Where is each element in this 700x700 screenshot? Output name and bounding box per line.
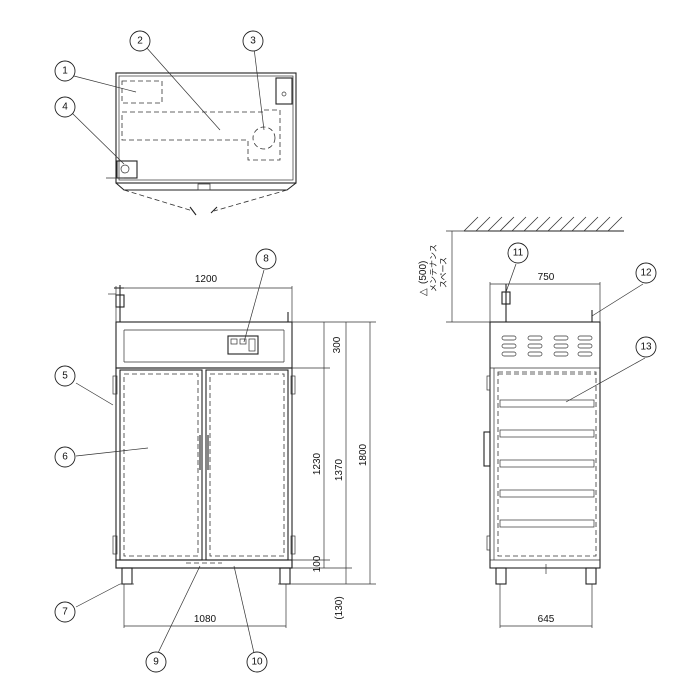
callout-9: 9 <box>145 651 167 673</box>
maint-label-1: メンテナンス <box>429 244 438 292</box>
top-view-inner <box>118 75 294 181</box>
leader-lines <box>71 46 646 654</box>
top-view-knob <box>281 91 287 97</box>
top-view-thermometer <box>116 160 138 179</box>
side-handle <box>483 431 491 467</box>
callout-13: 13 <box>635 336 657 358</box>
callout-7: 7 <box>54 601 76 623</box>
dim-door-height: 1230 <box>312 452 323 475</box>
door-right-window <box>209 373 285 557</box>
callout-11: 11 <box>507 242 529 264</box>
top-view-hinge <box>197 183 211 191</box>
side-leg-left <box>495 567 507 585</box>
side-body <box>489 321 601 569</box>
callout-13-label: 13 <box>640 342 652 353</box>
callout-4: 4 <box>54 96 76 118</box>
callout-12: 12 <box>635 262 657 284</box>
callout-10: 10 <box>246 651 268 673</box>
top-view-unit <box>121 80 163 104</box>
door-swing-right-end <box>210 206 218 214</box>
callout-9-label: 9 <box>153 657 159 668</box>
top-view-fan <box>252 126 276 150</box>
top-view-evaporator <box>121 109 281 161</box>
dim-base-width: 1080 <box>194 614 217 625</box>
dim-bottom-100: 100 <box>312 555 323 572</box>
control-panel-switch-2 <box>239 338 247 345</box>
leg-right <box>279 567 291 585</box>
side-shelves <box>497 371 597 557</box>
front-dimensions: 1200 1080 300 1230 100 1370 1800 (130) <box>115 274 376 628</box>
side-hinge-bottom <box>486 535 491 551</box>
hinge-bottom-left <box>112 535 118 555</box>
dim-front-width: 1200 <box>195 274 218 285</box>
door-swing-left-end <box>189 206 197 216</box>
ceiling-hatch <box>463 216 623 232</box>
callout-1-label: 1 <box>62 66 68 77</box>
control-panel-switch-1 <box>230 338 238 345</box>
leg-left <box>121 567 133 585</box>
top-view <box>106 72 297 216</box>
callout-8-label: 8 <box>263 254 269 265</box>
callout-12-label: 12 <box>640 268 652 279</box>
maint-triangle: △ <box>418 288 429 296</box>
dim-side-depth: 750 <box>538 272 555 283</box>
hinge-top-left <box>112 375 118 395</box>
callout-5: 5 <box>54 365 76 387</box>
top-view-body <box>115 72 297 184</box>
dim-leg-height: (130) <box>334 596 345 619</box>
maint-dimension: (500) <box>418 261 429 284</box>
side-louvers <box>501 335 593 357</box>
callout-6: 6 <box>54 446 76 468</box>
cabinet-body <box>115 367 293 569</box>
callout-3: 3 <box>242 30 264 52</box>
callout-5-label: 5 <box>62 371 68 382</box>
door-swing-right <box>213 189 288 212</box>
door-swing-left <box>123 189 194 212</box>
top-view-box <box>275 77 293 105</box>
side-view: △ (500) メンテナンス スペース <box>418 216 624 585</box>
dim-side-base: 645 <box>538 614 555 625</box>
callout-11-label: 11 <box>513 248 524 259</box>
door-right <box>205 369 289 561</box>
cabinet-base <box>115 559 293 569</box>
hinge-bottom-right <box>290 535 296 555</box>
callout-4-label: 4 <box>62 102 68 113</box>
side-dimensions: 750 645 <box>489 272 601 628</box>
callout-8: 8 <box>255 248 277 270</box>
callout-3-label: 3 <box>250 36 256 47</box>
dim-inner-height: 1370 <box>334 458 345 481</box>
side-hinge-top <box>486 375 491 391</box>
door-left-window <box>123 373 199 557</box>
front-view <box>108 285 296 585</box>
callout-6-label: 6 <box>62 452 68 463</box>
top-view-dial <box>120 164 130 174</box>
hinge-top-right <box>290 375 296 395</box>
side-leg-right <box>585 567 597 585</box>
callout-10-label: 10 <box>251 657 263 668</box>
callout-2: 2 <box>129 30 151 52</box>
callout-1: 1 <box>54 60 76 82</box>
door-left <box>119 369 203 561</box>
top-section <box>115 321 293 369</box>
control-panel-display <box>248 338 256 352</box>
callout-7-label: 7 <box>62 607 68 618</box>
dim-top-section: 300 <box>332 336 343 353</box>
maint-label-2: スペース <box>439 257 448 288</box>
dim-total-height: 1800 <box>358 443 369 466</box>
control-panel <box>227 335 259 355</box>
callout-2-label: 2 <box>137 36 143 47</box>
